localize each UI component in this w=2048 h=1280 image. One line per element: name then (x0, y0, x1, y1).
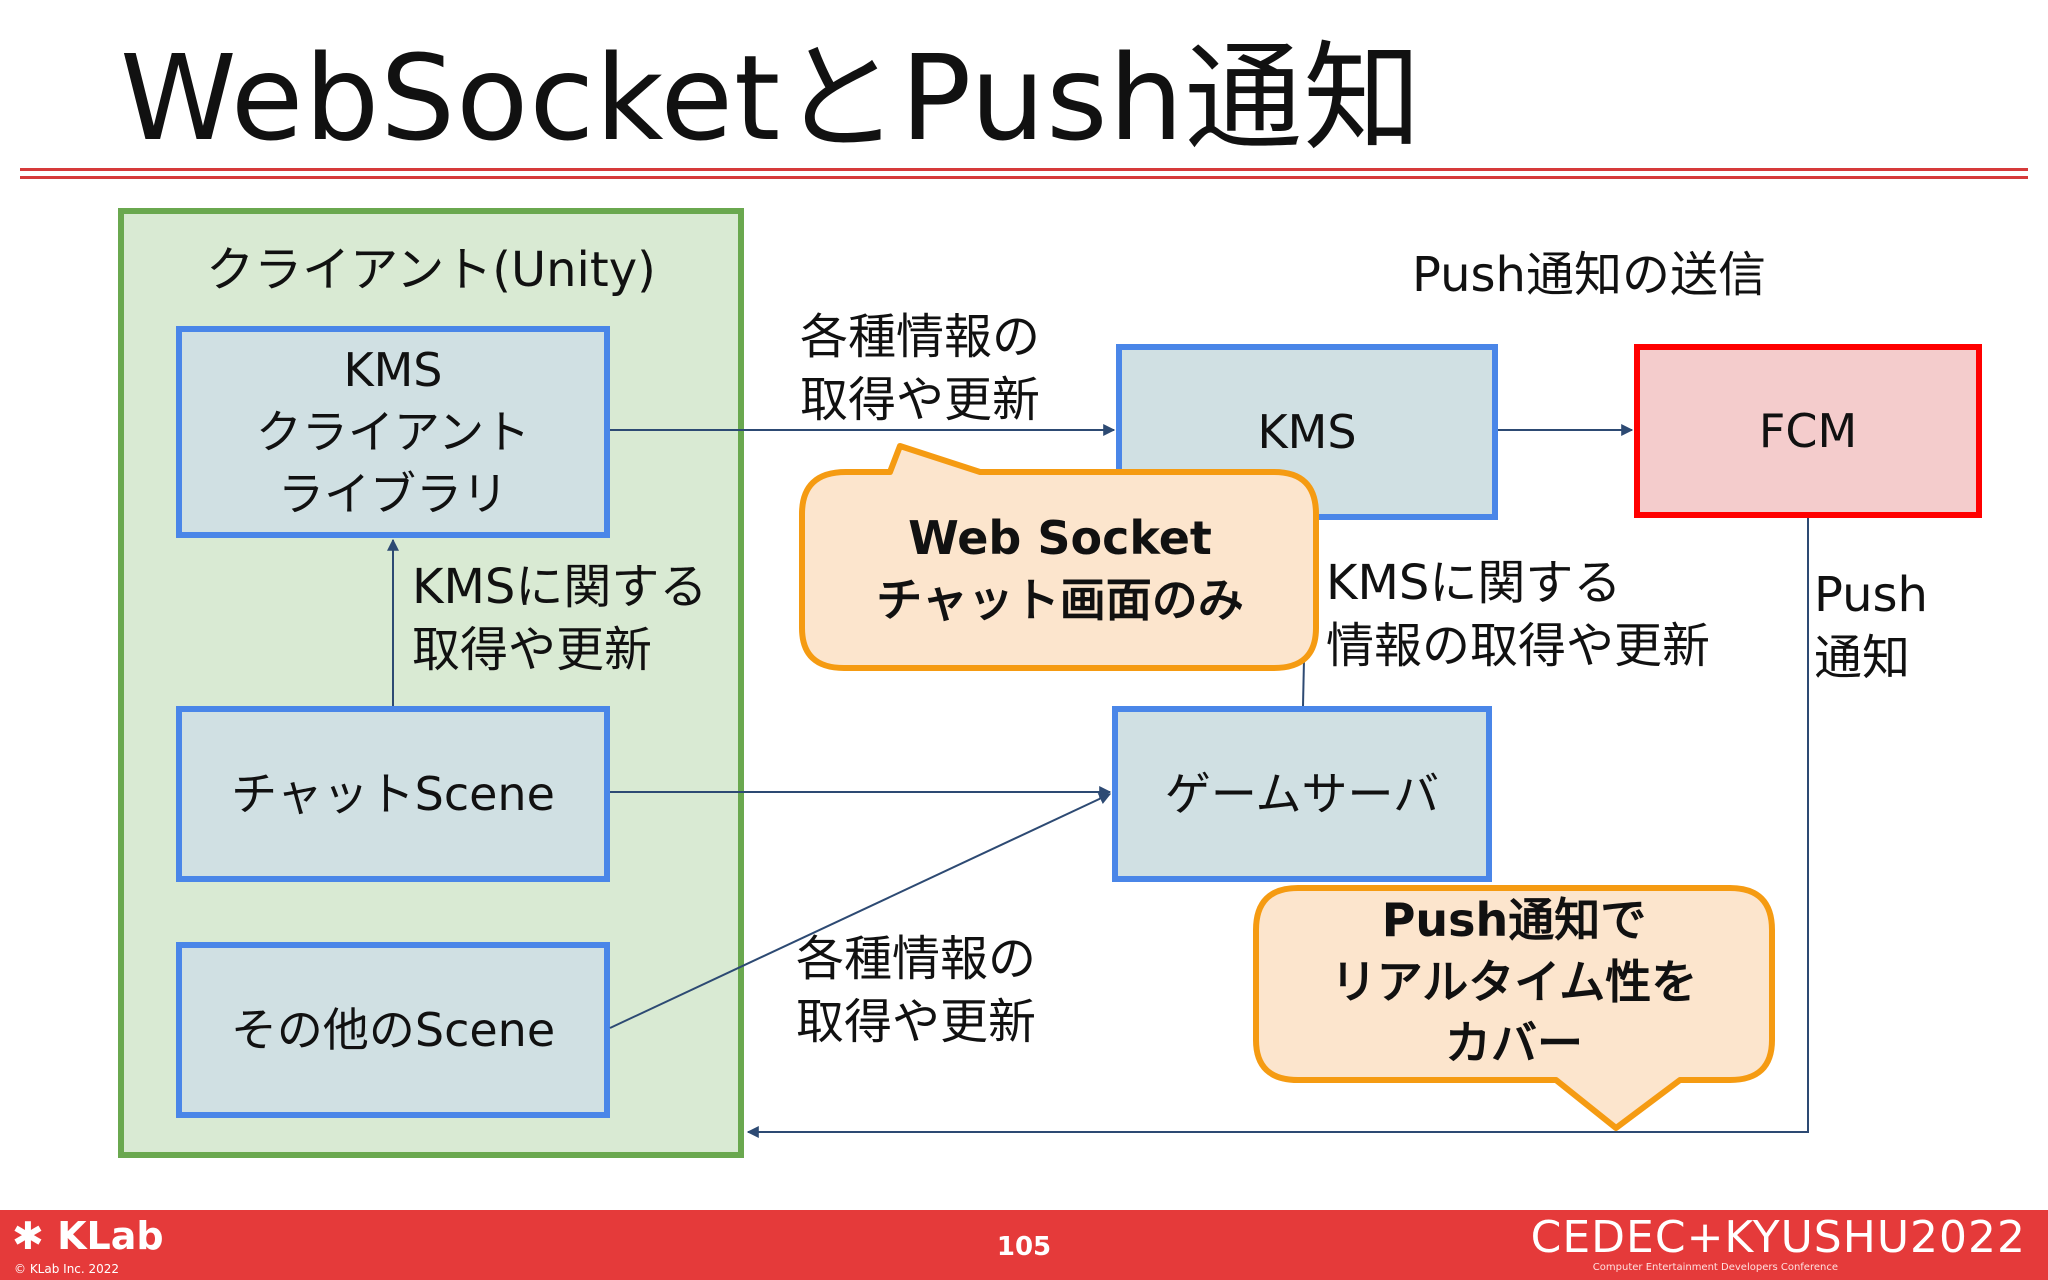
klab-logo: ✱ KLab (12, 1214, 164, 1258)
klab-logo-text: KLab (57, 1214, 164, 1258)
websocket-callout-text: Web Socket チャット画面のみ (876, 511, 1244, 627)
page-number: 105 (996, 1232, 1052, 1262)
websocket-callout-shape (799, 443, 1319, 671)
kms-client-library-node: KMS クライアント ライブラリ (176, 326, 610, 538)
label-push-notify: Push 通知 (1814, 567, 1928, 687)
label-info-get-update-bottom: 各種情報の 取得や更新 (796, 931, 1037, 1051)
push-callout-text: Push通知で リアルタイム性を カバー (1330, 893, 1698, 1071)
fcm-node: FCM (1634, 344, 1982, 518)
label-push-send: Push通知の送信 (1412, 247, 1766, 303)
label-info-get-update-top: 各種情報の 取得や更新 (800, 309, 1041, 429)
other-scene-node: その他のScene (176, 942, 610, 1118)
label-kms-info-get-update: KMSに関する 情報の取得や更新 (1326, 555, 1711, 675)
footer-bar (0, 1210, 2048, 1280)
game-server-node: ゲームサーバ (1112, 706, 1492, 882)
label-kms-related-get-update: KMSに関する 取得や更新 (412, 559, 708, 679)
event-subtitle: Computer Entertainment Developers Confer… (1592, 1262, 1838, 1273)
title-underline-top (20, 168, 2028, 171)
push-callout-shape (1253, 885, 1775, 1131)
arrow-other-to-gameserver (609, 793, 1112, 1029)
copyright: © KLab Inc. 2022 (14, 1262, 120, 1276)
client-panel-title: クライアント(Unity) (206, 242, 656, 298)
title-underline-bottom (20, 176, 2028, 179)
arrow-fcm-push-to-client (746, 518, 1809, 1138)
chat-scene-node: チャットScene (176, 706, 610, 882)
klab-logo-mark: ✱ (12, 1214, 44, 1258)
page-title: WebSocketとPush通知 (120, 29, 1423, 167)
event-logo: CEDEC+KYUSHU2022 (1530, 1212, 2026, 1263)
